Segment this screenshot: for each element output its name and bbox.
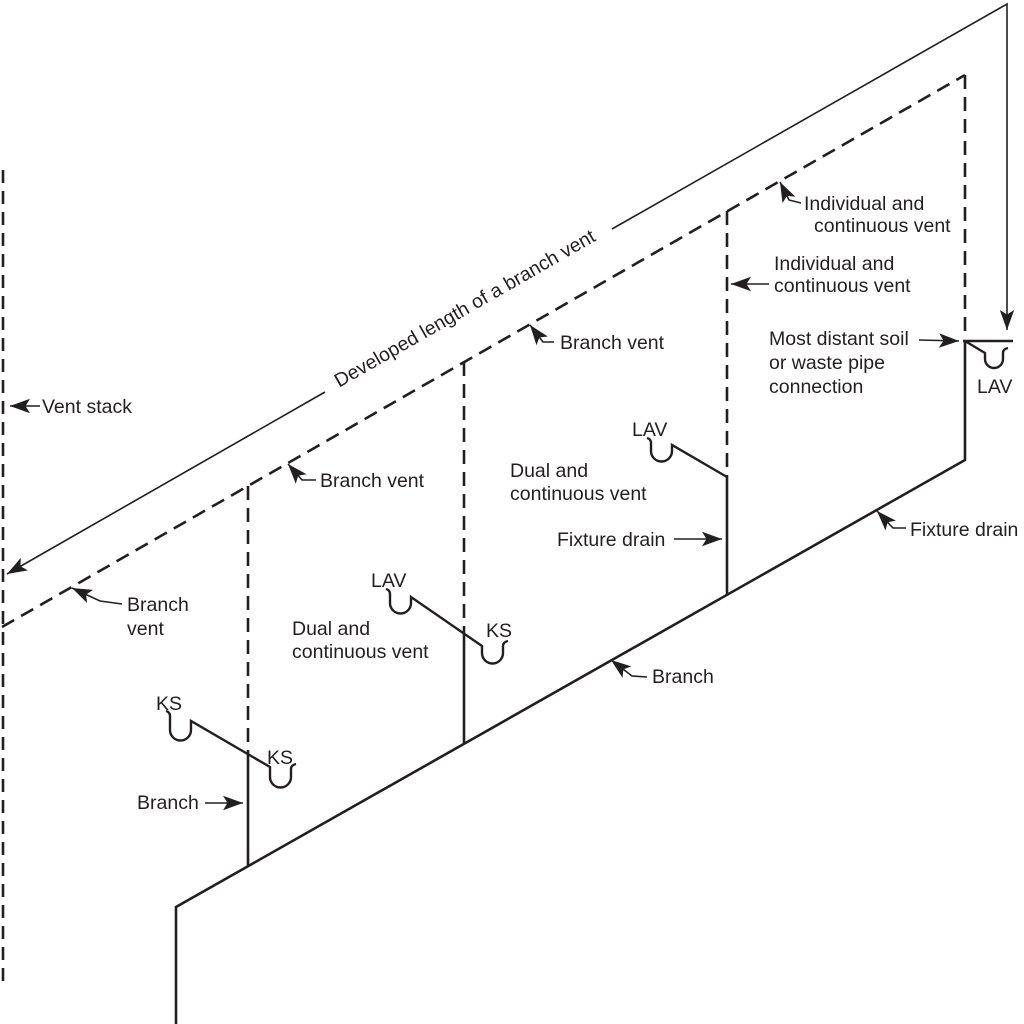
lav-upper-label: LAV [632, 419, 667, 441]
developed-length-dimension [6, 2, 1015, 575]
most-distant-leader [918, 333, 960, 348]
fixture-drain-right-label: Fixture drain [910, 519, 1018, 541]
lav-right-trap-and-drain [964, 339, 1009, 370]
lav-upper-trap-and-drain [646, 436, 728, 479]
most-distant-label-line3: connection [769, 376, 863, 398]
dual-vent-1-label-line1: Dual and [292, 618, 370, 640]
branch-vent-upper-leader [529, 324, 554, 346]
fixture-drain-left-label: Fixture drain [557, 529, 665, 551]
labels: Vent stack Developed length of a branch … [42, 193, 1018, 814]
lav-mid-label: LAV [371, 570, 406, 592]
leader-arrows [10, 181, 960, 811]
most-distant-label-line1: Most distant soil [769, 328, 909, 350]
individual-vent-2-label-line2: continuous vent [774, 275, 911, 297]
lav-right-label: LAV [977, 376, 1012, 398]
ks-left-1-label: KS [156, 693, 182, 715]
branch-lower-label: Branch [137, 792, 199, 814]
ks-left-traps-and-drain [165, 709, 297, 789]
individual-vent-1-label-line2: continuous vent [814, 215, 951, 237]
dual-vent-1-label-line2: continuous vent [292, 641, 429, 663]
fixture-drain-right-leader [876, 510, 906, 531]
branch-vent-mid-leader [287, 463, 316, 484]
branch-vent-left-leader [71, 587, 123, 605]
branch-vent-mid-label: Branch vent [320, 470, 425, 492]
branch-vent-left-label-line1: Branch [127, 594, 189, 616]
fixture-traps [165, 339, 1009, 789]
individual-vent-1-label-line1: Individual and [804, 193, 924, 215]
branch-drain-pipe [174, 341, 967, 1024]
vent-stack-label: Vent stack [42, 396, 132, 418]
branch-vent-upper-label: Branch vent [560, 332, 665, 354]
individual-vent-1-leader [779, 181, 802, 204]
branch-vent-diagonal-pipe [1, 73, 966, 629]
branch-vent-left-label-line2: vent [127, 618, 164, 640]
ks-mid-label: KS [486, 620, 512, 642]
individual-vent-2-label-line1: Individual and [774, 253, 894, 275]
ks-left-2-label: KS [267, 747, 293, 769]
developed-length-line-upper [611, 2, 1015, 330]
dual-vent-2-label-line1: Dual and [510, 460, 588, 482]
developed-length-line-lower [6, 391, 326, 575]
lav-ks-mid-traps-and-drain [385, 587, 509, 665]
vent-piping [1, 73, 967, 983]
most-distant-label-line2: or waste pipe [769, 352, 885, 374]
drain-piping [174, 339, 1013, 1024]
dual-vent-2-label-line2: continuous vent [510, 483, 647, 505]
branch-right-leader [610, 659, 648, 678]
branch-right-label: Branch [652, 666, 714, 688]
